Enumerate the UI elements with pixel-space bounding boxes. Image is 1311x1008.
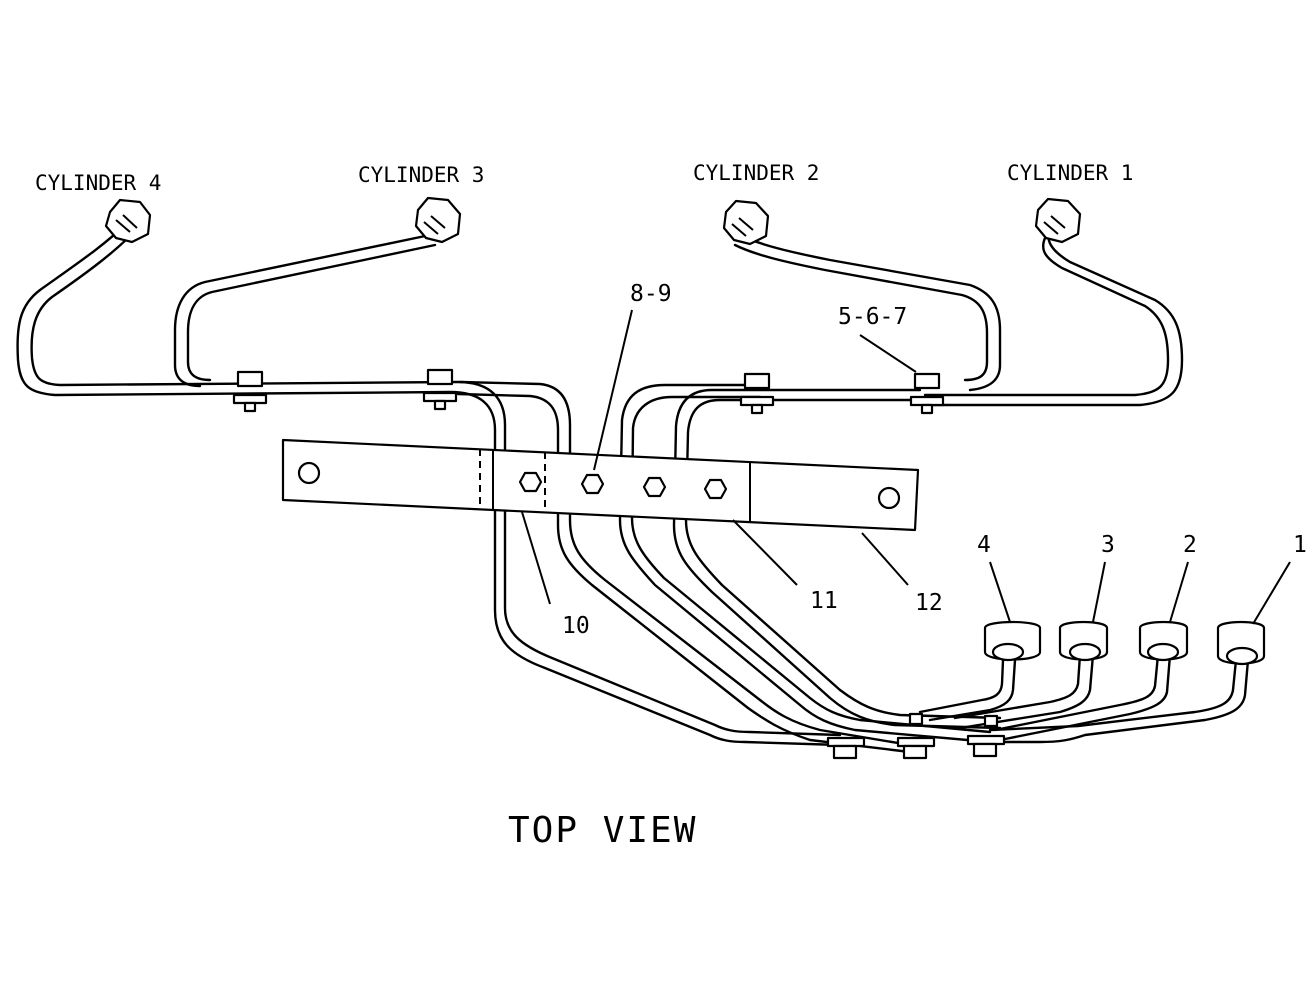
leader-lines [521, 309, 1291, 625]
cylinder-3-label: CYLINDER 3 [358, 163, 484, 187]
clamp-a [232, 370, 268, 413]
fuel-line-cylinder-1 [672, 223, 1184, 730]
cylinder-4-nut-icon [104, 198, 152, 244]
fuel-line-cylinder-3 [173, 233, 912, 754]
callout-10: 10 [562, 613, 590, 639]
cylinder-4-label: CYLINDER 4 [35, 171, 161, 195]
callout-5-6-7: 5-6-7 [838, 304, 907, 330]
cylinder-1-nut-icon [1034, 197, 1082, 244]
pump-outlet-3-icon [1058, 620, 1109, 662]
pump-outlet-4-icon [983, 620, 1042, 662]
view-title: TOP VIEW [508, 810, 697, 851]
bracket-bolt-icons [518, 471, 728, 500]
callout-8-9: 8-9 [630, 281, 672, 307]
clamp-c [739, 372, 775, 415]
fuel-line-cylinder-2 [618, 233, 1002, 744]
callout-pump-3: 3 [1101, 532, 1115, 558]
clamp-b [422, 368, 458, 411]
cylinder-1-label: CYLINDER 1 [1007, 161, 1133, 185]
clamp-d [909, 372, 945, 415]
cylinder-2-nut-icon [722, 199, 770, 246]
callout-pump-2: 2 [1183, 532, 1197, 558]
callout-11: 11 [810, 588, 838, 614]
pump-outlet-2-icon [1138, 620, 1189, 662]
cylinder-2-label: CYLINDER 2 [693, 161, 819, 185]
callout-pump-4: 4 [977, 532, 991, 558]
pump-outlet-lines [918, 653, 1250, 744]
pump-outlet-1-icon [1216, 620, 1266, 666]
callout-pump-1: 1 [1293, 532, 1307, 558]
cylinder-3-nut-icon [414, 196, 462, 244]
lower-clamps [826, 712, 1006, 760]
callout-12: 12 [915, 590, 943, 616]
